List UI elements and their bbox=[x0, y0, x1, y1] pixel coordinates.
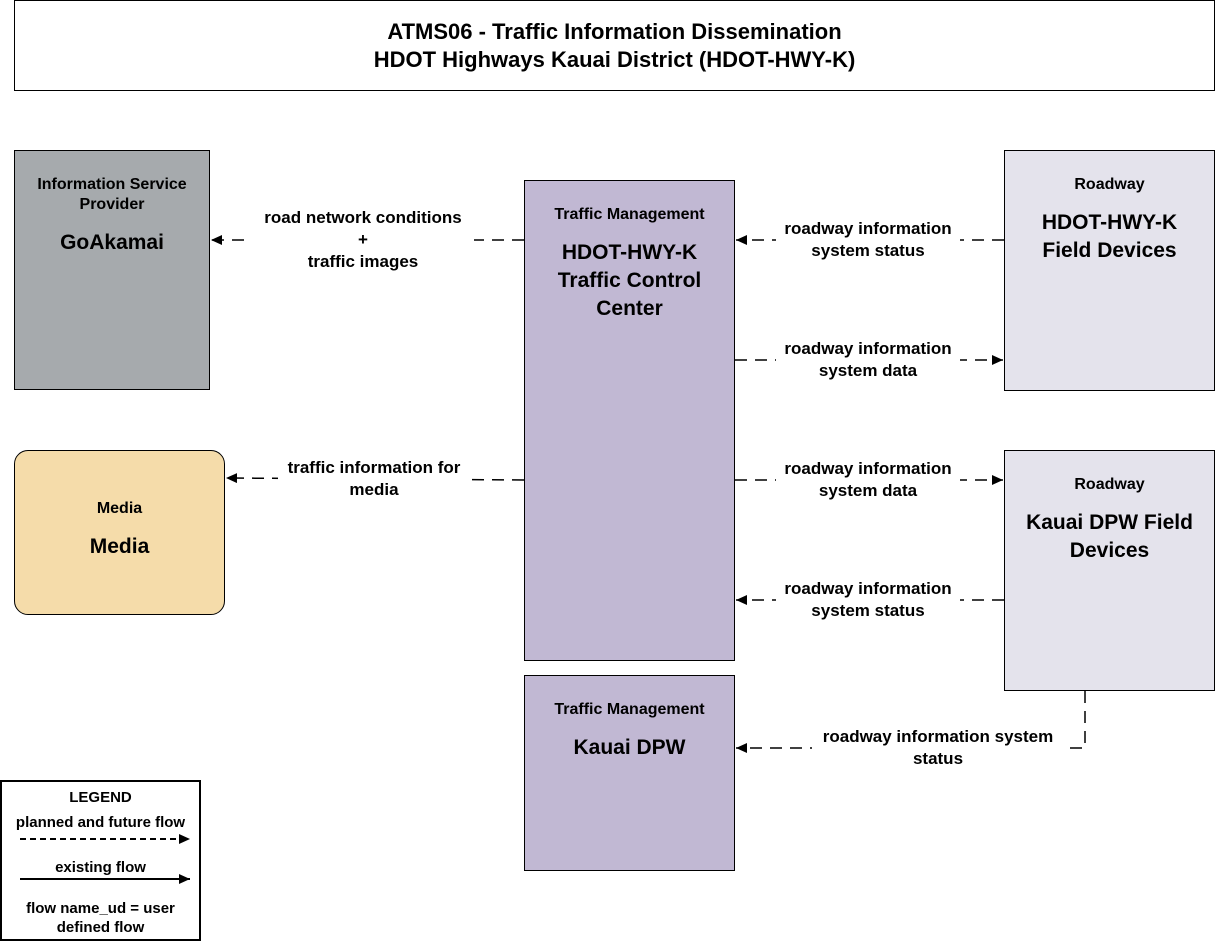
node-traffic-control-center: Traffic Management HDOT-HWY-K Traffic Co… bbox=[524, 180, 735, 661]
title-line-1: ATMS06 - Traffic Information Disseminati… bbox=[387, 18, 842, 44]
legend-existing-label: existing flow bbox=[55, 859, 146, 876]
node-name: Media bbox=[89, 535, 150, 558]
node-name: Kauai DPW Field Devices bbox=[1026, 511, 1193, 562]
node-goakamai: Information Service Provider GoAkamai bbox=[14, 150, 210, 390]
flow-label-field2-to-tcc: roadway information system status bbox=[776, 578, 960, 622]
flow-label-tcc-to-isp: road network conditions + traffic images bbox=[252, 207, 474, 273]
legend-ud-label-2: defined flow bbox=[56, 919, 145, 936]
node-type: Roadway bbox=[1074, 176, 1145, 193]
node-name: HDOT-HWY-K Field Devices bbox=[1041, 211, 1178, 262]
node-media: Media Media bbox=[14, 450, 225, 615]
flow-label-field1-to-tcc: roadway information system status bbox=[776, 218, 960, 262]
flow-label-field2-to-dpw: roadway information system status bbox=[812, 726, 1064, 770]
node-type: Media bbox=[96, 500, 143, 517]
node-type: Traffic Management bbox=[554, 206, 705, 223]
legend-ud-label-1: flow name_ud = user bbox=[26, 900, 175, 917]
node-type: Traffic Management bbox=[554, 701, 705, 718]
legend-title: LEGEND bbox=[69, 789, 132, 806]
node-kauai-dpw-field-devices: Roadway Kauai DPW Field Devices bbox=[1004, 450, 1215, 691]
legend: LEGEND planned and future flow existing … bbox=[0, 780, 201, 941]
node-type: Information Service Provider bbox=[37, 176, 187, 213]
node-name: HDOT-HWY-K Traffic Control Center bbox=[557, 241, 702, 320]
diagram-title: ATMS06 - Traffic Information Disseminati… bbox=[14, 0, 1215, 91]
flow-label-tcc-to-field2: roadway information system data bbox=[776, 458, 960, 502]
node-type: Roadway bbox=[1074, 476, 1145, 493]
title-line-2: HDOT Highways Kauai District (HDOT-HWY-K… bbox=[373, 46, 856, 72]
flow-label-tcc-to-field1: roadway information system data bbox=[776, 338, 960, 382]
node-name: GoAkamai bbox=[60, 231, 164, 254]
node-hdot-field-devices: Roadway HDOT-HWY-K Field Devices bbox=[1004, 150, 1215, 391]
flow-label-tcc-to-media: traffic information for media bbox=[278, 457, 470, 501]
node-kauai-dpw: Traffic Management Kauai DPW bbox=[524, 675, 735, 871]
legend-planned-label: planned and future flow bbox=[15, 814, 186, 831]
node-name: Kauai DPW bbox=[573, 736, 686, 759]
